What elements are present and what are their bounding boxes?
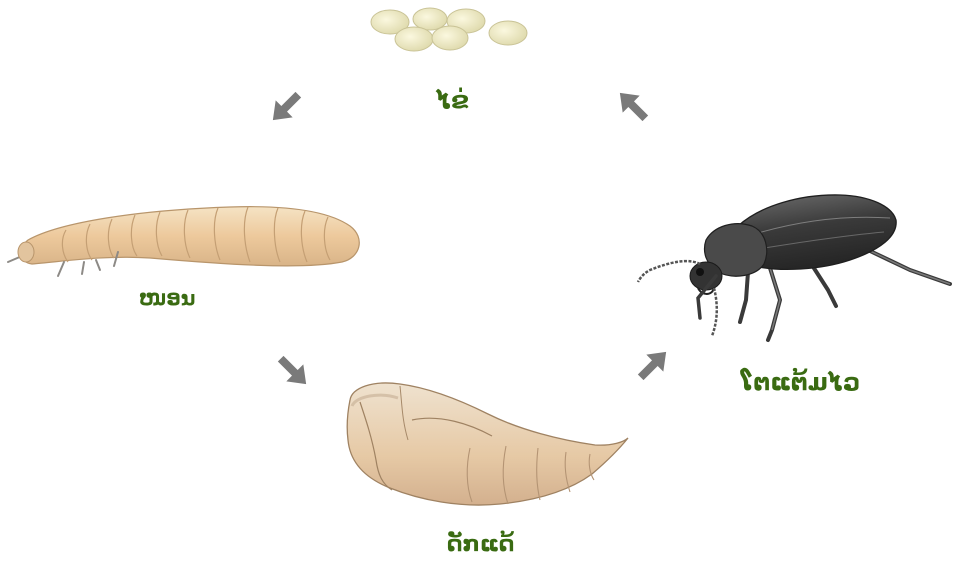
arrow-larva-to-pupa-icon (272, 350, 314, 392)
eggs-icon (371, 8, 527, 51)
arrow-adult-to-egg-icon (611, 84, 653, 126)
larva-stage-label: ໜອນ (139, 286, 195, 310)
larva-icon (8, 207, 359, 276)
pupa-stage-label: ດັກແດ້ (447, 532, 514, 557)
pupa-icon (347, 383, 628, 505)
beetle-icon (638, 195, 950, 340)
arrow-pupa-to-adult-icon (632, 343, 674, 385)
arrow-egg-to-larva-icon (264, 86, 306, 128)
adult-stage-label: ໂຕແຕ້ມໄວ (741, 368, 860, 396)
egg-stage-label: ໄຂ່ (436, 86, 469, 114)
